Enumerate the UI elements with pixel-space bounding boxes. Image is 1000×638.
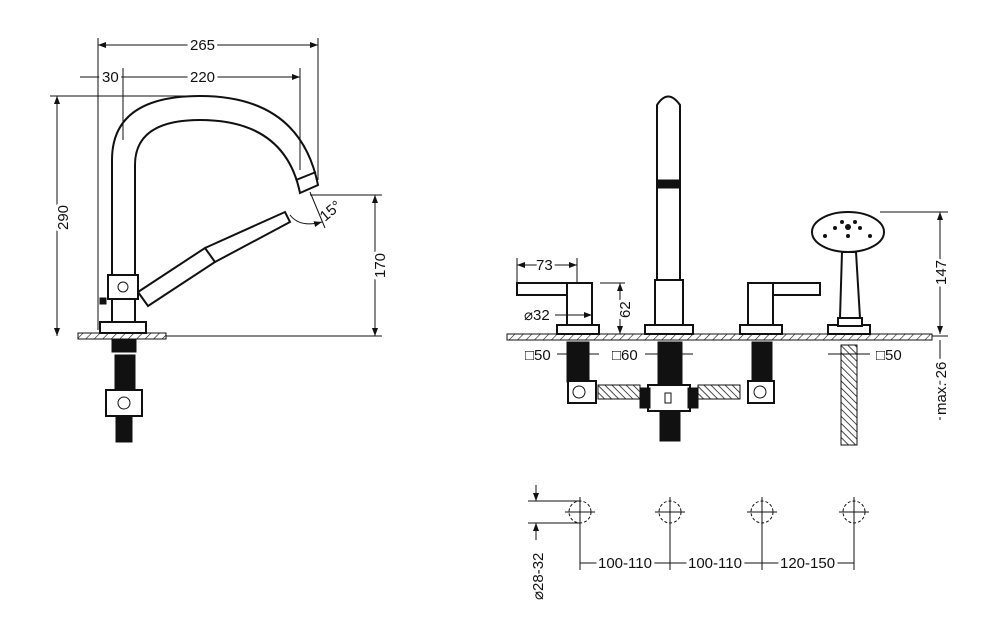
pullout-hose	[136, 246, 217, 308]
dim-base-shower: □50	[876, 347, 902, 364]
hole-plan: ⌀28-32 100-110 100-110 120-150	[528, 485, 869, 600]
dim-spacing-3: 120-150	[780, 555, 835, 572]
dim-hole-diameter: ⌀28-32	[530, 553, 547, 600]
dim-spacing-2: 100-110	[688, 555, 742, 572]
deck-section	[506, 333, 933, 341]
dim-spout-height: 170	[372, 253, 389, 278]
dim-handle-height: 62	[617, 301, 634, 318]
side-view-faucet: 265 30 220 290 170 15°	[50, 34, 392, 443]
dim-base-left: □50	[525, 347, 551, 364]
dim-reach: 220	[190, 69, 215, 86]
dim-total-width: 265	[190, 37, 215, 54]
dim-total-height: 290	[55, 205, 72, 230]
dim-lever-length: 73	[536, 257, 553, 274]
dim-handle-diameter: ⌀32	[524, 307, 550, 324]
dim-deck-thickness: max. 26	[933, 362, 950, 415]
dim-base-spout: □60	[612, 347, 638, 364]
spout-outline	[111, 94, 320, 322]
front-view-faucet-set: 73 62 ⌀32 □50 □60 □50 147 max. 26	[506, 95, 953, 446]
dim-angle: 15°	[317, 197, 345, 225]
dim-spacing-1: 100-110	[598, 555, 652, 572]
dim-offset: 30	[102, 69, 119, 86]
dim-shower-height: 147	[933, 260, 950, 285]
